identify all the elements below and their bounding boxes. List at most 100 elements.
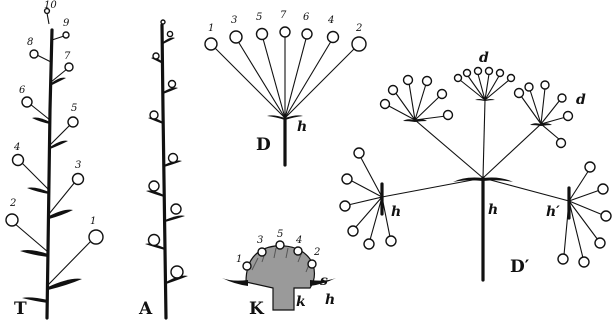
Dp-ur-flower [525, 83, 533, 91]
Dp-umbellet-upper-left [381, 76, 453, 123]
Dp-r-flower [595, 238, 605, 248]
T-number-10: 10 [44, 0, 57, 11]
Dp-umbellet-top: d [455, 50, 515, 101]
Dp-label-d-right: d [576, 92, 586, 108]
A-bud-6 [149, 181, 159, 191]
D-flower-4 [328, 32, 339, 43]
K-floret-4 [294, 247, 302, 255]
D-number-4: 4 [327, 15, 334, 26]
Dp-top-flower [475, 68, 482, 75]
Dp-umbellet-right: h′ [546, 162, 611, 267]
D-flower-7 [280, 27, 290, 37]
Dp-ul-flower [423, 77, 432, 86]
label-K: K [249, 299, 265, 319]
Dp-r-flower [579, 257, 589, 267]
T-number-5: 5 [71, 103, 77, 114]
T-number-8: 8 [27, 37, 33, 48]
Dp-label-h-left: h [391, 204, 401, 220]
A-bud-4 [150, 111, 158, 119]
A-bud-2 [153, 53, 159, 59]
T-pedicel-10 [47, 13, 49, 24]
A-bud-top [161, 20, 165, 24]
Dp-label-d-top: d [479, 50, 489, 66]
T-pedicel-2 [14, 223, 48, 252]
Dp-l-flower [340, 201, 350, 211]
D-number-3: 3 [231, 15, 237, 26]
T-flower-2 [6, 214, 18, 226]
Dp-l-flower [342, 174, 352, 184]
panel-A: A [138, 20, 188, 319]
K-number-3: 3 [257, 235, 263, 246]
panel-D: 1 3 5 7 6 4 2 h D [205, 10, 366, 165]
Dp-top-flower [455, 75, 462, 82]
A-bud-9 [171, 266, 183, 278]
Dp-ul-flower [404, 76, 413, 85]
K-floret-1 [243, 262, 251, 270]
Dp-ul-flower [444, 111, 453, 120]
T-pedicel-6 [30, 104, 50, 120]
D-ray-3 [236, 38, 285, 118]
K-number-4: 4 [295, 235, 302, 246]
Dp-ur-flower [515, 89, 524, 98]
T-pedicel-4 [21, 162, 49, 190]
Dp-r-flower [585, 162, 595, 172]
T-bract-3 [49, 210, 73, 219]
label-A: A [138, 299, 153, 319]
D-ray-4 [285, 38, 333, 118]
Dp-label-h-center: h [488, 202, 498, 218]
label-T: T [14, 299, 27, 319]
D-flower-5 [257, 29, 268, 40]
A-bract-3 [163, 88, 178, 95]
label-D-prime: D′ [510, 257, 530, 277]
Dp-label-h-right: h′ [546, 204, 560, 220]
Dp-ur-flower [564, 112, 573, 121]
Dp-r-flower [598, 184, 608, 194]
Dp-ul-flower [381, 100, 390, 109]
K-floret-2 [308, 260, 316, 268]
Dp-top-flower [464, 70, 471, 77]
T-flower-4 [13, 155, 24, 166]
D-ray-6 [285, 35, 307, 118]
T-pedicel-1 [48, 239, 93, 285]
A-bud-1 [167, 31, 172, 36]
K-number-2: 2 [313, 247, 320, 258]
K-label-k: k [296, 294, 306, 310]
K-bract-left [222, 278, 248, 286]
Dp-ur-flower [541, 81, 549, 89]
Dp-ur-flower [557, 139, 566, 148]
D-number-1: 1 [208, 23, 214, 34]
Dp-ul-flower [389, 86, 398, 95]
A-bud-3 [169, 81, 176, 88]
D-ray-1 [212, 45, 285, 118]
T-flower-6 [22, 97, 32, 107]
D-label-h: h [297, 119, 307, 135]
T-bract-7 [50, 78, 66, 86]
Dp-r-flower [601, 211, 611, 221]
T-flower-3 [73, 174, 84, 185]
T-number-2: 2 [9, 198, 16, 209]
D-number-5: 5 [256, 12, 262, 23]
A-bract-1 [163, 38, 175, 45]
T-flower-7 [65, 63, 73, 71]
T-number-4: 4 [13, 142, 20, 153]
Dp-r-flower [558, 254, 568, 264]
A-bud-5 [169, 154, 178, 163]
Dp-l-flower [348, 226, 358, 236]
Dp-ul-flower [438, 90, 447, 99]
T-pedicel-9 [52, 36, 64, 40]
Dp-ur-flower [558, 94, 566, 102]
Dp-l-flower [354, 148, 364, 158]
panel-D-prime: d d h [340, 50, 611, 280]
D-flower-3 [230, 31, 242, 43]
K-label-h: h [325, 292, 335, 308]
K-floret-3 [258, 248, 266, 256]
T-number-3: 3 [75, 160, 81, 171]
T-number-7: 7 [64, 51, 71, 62]
T-flower-1 [89, 230, 103, 244]
T-flower-8 [30, 50, 38, 58]
D-number-7: 7 [280, 10, 287, 21]
T-pedicel-8 [37, 55, 51, 62]
Dp-top-rays [460, 74, 509, 100]
T-pedicel-3 [49, 182, 75, 214]
